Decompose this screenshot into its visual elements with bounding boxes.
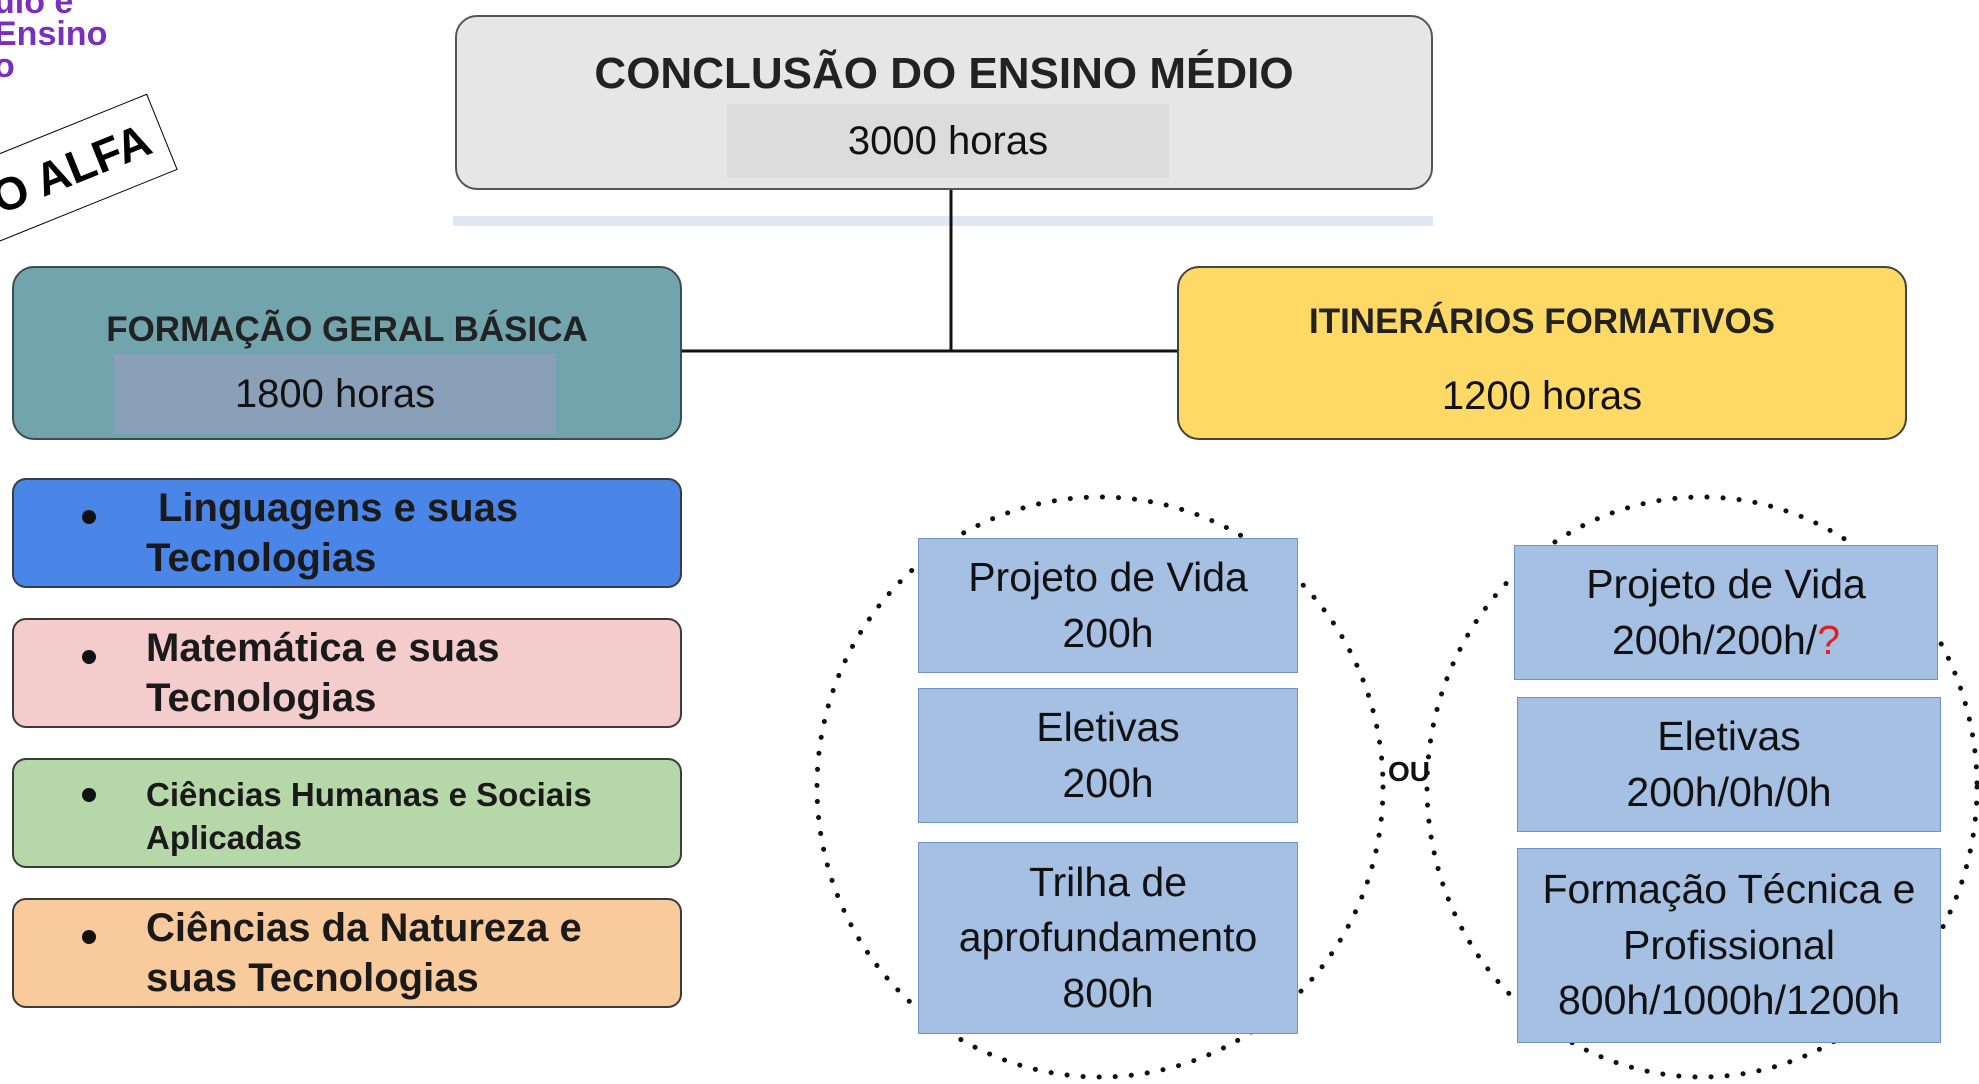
bullet-dot xyxy=(82,510,96,524)
area-line-2: Tecnologias xyxy=(146,535,377,580)
ou-label: OU xyxy=(1388,756,1430,787)
area-line-1: Linguagens e suas xyxy=(158,486,519,530)
item-hours: 200h/0h/0h xyxy=(1626,768,1832,815)
item-hours-row: 200h/200h/? xyxy=(1612,613,1840,668)
itinerarios-box: ITINERÁRIOS FORMATIVOS 1200 horas xyxy=(1177,266,1907,440)
question-mark: ? xyxy=(1817,616,1840,663)
item-name: Eletivas xyxy=(1657,713,1801,760)
item-hours: 200h xyxy=(1062,759,1154,806)
item-name-line-2: aprofundamento xyxy=(958,914,1258,961)
brand-line-1: ulo e xyxy=(0,0,74,21)
area-line-1: Matemática e suas xyxy=(146,626,500,670)
option-b-eletivas: Eletivas 200h/0h/0h xyxy=(1517,697,1941,832)
area-linguagens-text: Linguagens e suas Tecnologias xyxy=(146,484,518,583)
fgb-hours: 1800 horas xyxy=(114,354,556,434)
option-a-eletivas: Eletivas 200h xyxy=(918,688,1298,823)
brand-logo-fragment: ulo e Ensino o xyxy=(0,0,134,85)
top-box-shadow-band xyxy=(453,216,1433,226)
option-b-formacao-tecnica: Formação Técnica e Profissional 800h/100… xyxy=(1517,848,1941,1043)
area-line-2: Tecnologias xyxy=(146,675,377,720)
conclusao-box: CONCLUSÃO DO ENSINO MÉDIO xyxy=(455,15,1433,190)
itinerarios-title: ITINERÁRIOS FORMATIVOS xyxy=(1308,302,1776,341)
brand-line-3: o xyxy=(0,47,15,85)
fgb-title: FORMAÇÃO GERAL BÁSICA xyxy=(106,310,588,349)
item-name-line-2: Profissional xyxy=(1623,921,1835,968)
option-b-dotted-circle xyxy=(1424,494,1979,1080)
item-hours: 800h/1000h/1200h xyxy=(1557,977,1900,1024)
item-name-line-1: Trilha de xyxy=(1029,858,1187,905)
item-hours: 800h xyxy=(1062,969,1154,1016)
brand-line-2: Ensino xyxy=(0,15,108,53)
bullet-dot xyxy=(82,650,96,664)
area-natureza-text: Ciências da Natureza e suas Tecnologias xyxy=(146,904,582,1003)
area-line-1: Ciências Humanas e Sociais xyxy=(146,776,592,813)
item-name: Projeto de Vida xyxy=(1586,561,1866,608)
conclusao-hours: 3000 horas xyxy=(727,104,1169,178)
area-matematica-text: Matemática e suas Tecnologias xyxy=(146,624,500,723)
option-b-projeto-de-vida: Projeto de Vida 200h/200h/? xyxy=(1514,545,1938,680)
itinerarios-hours: 1200 horas xyxy=(1441,374,1643,418)
item-hours: 200h xyxy=(1062,609,1154,656)
item-name: Eletivas xyxy=(1036,704,1180,751)
area-natureza: Ciências da Natureza e suas Tecnologias xyxy=(12,898,682,1008)
item-hours: 200h/200h/ xyxy=(1611,616,1818,663)
area-matematica: Matemática e suas Tecnologias xyxy=(12,618,682,728)
area-humanas: Ciências Humanas e Sociais Aplicadas xyxy=(12,758,682,868)
option-a-dotted-circle xyxy=(814,494,1386,1080)
option-a-projeto-de-vida: Projeto de Vida 200h xyxy=(918,538,1298,673)
item-name-line-1: Formação Técnica e xyxy=(1542,866,1916,913)
bullet-dot xyxy=(82,788,96,802)
option-a-trilha: Trilha de aprofundamento 800h xyxy=(918,842,1298,1034)
conclusao-title: CONCLUSÃO DO ENSINO MÉDIO xyxy=(594,49,1294,98)
item-name: Projeto de Vida xyxy=(968,554,1248,601)
bullet-dot xyxy=(82,930,96,944)
area-line-2: Aplicadas xyxy=(146,818,302,856)
area-line-2: suas Tecnologias xyxy=(146,955,479,1000)
area-line-1: Ciências da Natureza e xyxy=(146,906,582,950)
area-humanas-text: Ciências Humanas e Sociais Aplicadas xyxy=(146,774,592,860)
area-linguagens: Linguagens e suas Tecnologias xyxy=(12,478,682,588)
